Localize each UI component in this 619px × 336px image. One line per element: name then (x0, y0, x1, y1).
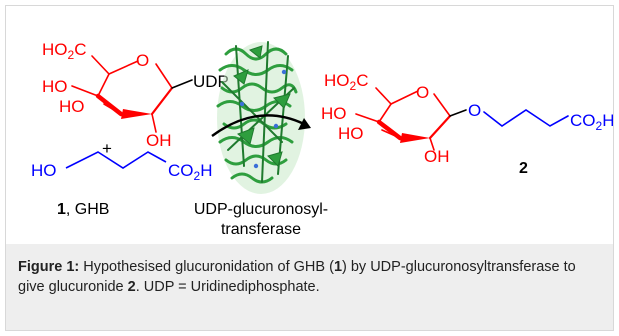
hydroxyl-label-2: HO (59, 97, 85, 116)
reaction-scheme-svg: HO2C O HO HO OH UDP + HO CO2H 1, GHB (31, 40, 613, 238)
glycosidic-oxygen-label: O (468, 101, 481, 120)
product-hydroxyl-label-2: HO (338, 124, 364, 143)
ghb-compound-label: 1, GHB (57, 201, 109, 218)
udp-label: UDP (193, 72, 229, 91)
figure-caption: Figure 1: Hypothesised glucuronidation o… (6, 244, 613, 330)
udp-glucuronic-acid: HO2C O HO HO OH UDP (42, 40, 229, 150)
product-ring-oxygen-label: O (416, 83, 429, 102)
ghb-structure: HO CO2H (31, 151, 212, 183)
ghb-hydroxyl-label: HO (31, 161, 57, 180)
caption-compound-2: 2 (127, 279, 136, 295)
caption-text-2: ) by UDP-glucuronosyltransferase to give… (18, 259, 576, 295)
ghb-acid-label: CO2H (168, 161, 212, 183)
product-hydroxyl-label-3: OH (424, 147, 450, 166)
glucuronide-product: HO2C O HO HO OH O CO2H (321, 71, 613, 166)
protein-structure-icon (216, 41, 305, 194)
caption-text-1: Hypothesised glucuronidation of GHB ( (79, 259, 334, 275)
reaction-arrow (211, 114, 311, 137)
reaction-scheme: HO2C O HO HO OH UDP + HO CO2H 1, GHB (6, 6, 613, 242)
product-hydroxyl-label-1: HO (321, 104, 347, 123)
product-carboxyl-label: HO2C (324, 71, 368, 93)
product-compound-label: 2 (519, 160, 528, 177)
enzyme-label-line-1: UDP-glucuronosyl- (194, 201, 328, 218)
ring-oxygen-label: O (136, 51, 149, 70)
caption-text-3: . UDP = Uridinediphosphate. (135, 279, 320, 295)
enzyme-label-line-2: transferase (221, 221, 301, 238)
figure-1: HO2C O HO HO OH UDP + HO CO2H 1, GHB (5, 5, 614, 331)
caption-compound-1: 1 (333, 259, 343, 275)
plus-sign: + (102, 139, 112, 158)
hydroxyl-label-1: HO (42, 77, 68, 96)
carboxyl-label: HO2C (42, 40, 86, 62)
hydroxyl-label-3: OH (146, 131, 172, 150)
caption-figure-label: Figure 1: (18, 259, 80, 275)
product-acid-label: CO2H (570, 111, 613, 133)
